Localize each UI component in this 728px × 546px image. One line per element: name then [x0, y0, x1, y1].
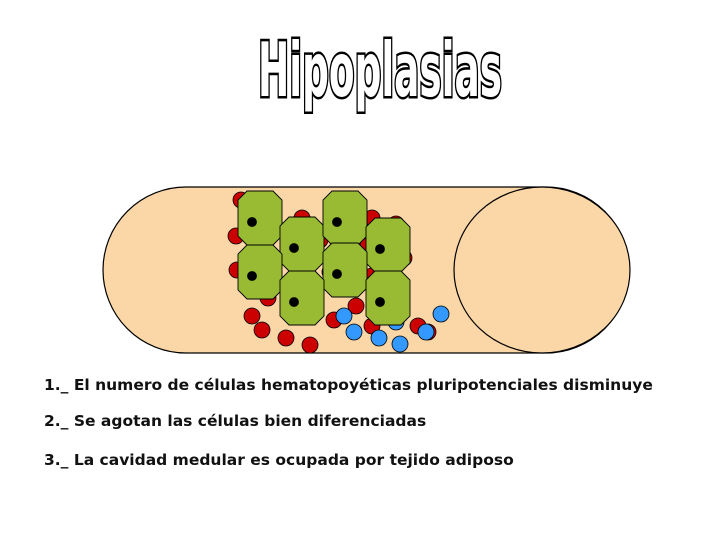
blue-cell [432, 305, 450, 323]
precursor-cell [237, 190, 283, 246]
blue-cell [335, 307, 353, 325]
red-blood-cell [347, 297, 365, 315]
cell-nucleus [332, 217, 342, 227]
precursor-cell [365, 217, 411, 273]
blue-cell [345, 323, 363, 341]
precursor-cell [322, 242, 368, 298]
point-1: 1._ El numero de células hematopoyéticas… [44, 376, 653, 394]
point-2: 2._ Se agotan las células bien diferenci… [44, 412, 427, 430]
blue-cell [370, 329, 388, 347]
precursor-cell [279, 216, 325, 272]
cell-nucleus [289, 297, 299, 307]
precursor-cell [365, 270, 411, 326]
precursor-cell [279, 270, 325, 326]
blue-cell [391, 335, 409, 353]
cell-nucleus [289, 243, 299, 253]
page-title: Hipoplasias [258, 26, 502, 113]
precursor-cell [237, 244, 283, 300]
red-blood-cell [301, 336, 319, 354]
point-3: 3._ La cavidad medular es ocupada por te… [44, 451, 514, 469]
bone-end-cap [453, 186, 631, 354]
red-blood-cell [277, 329, 295, 347]
cell-nucleus [375, 297, 385, 307]
cell-nucleus [247, 271, 257, 281]
cell-nucleus [332, 269, 342, 279]
blue-cell [417, 323, 435, 341]
red-blood-cell [253, 321, 271, 339]
precursor-cell-group [237, 190, 411, 326]
cell-nucleus [247, 217, 257, 227]
precursor-cell [322, 190, 368, 246]
cell-nucleus [375, 244, 385, 254]
red-blood-cell [243, 307, 261, 325]
